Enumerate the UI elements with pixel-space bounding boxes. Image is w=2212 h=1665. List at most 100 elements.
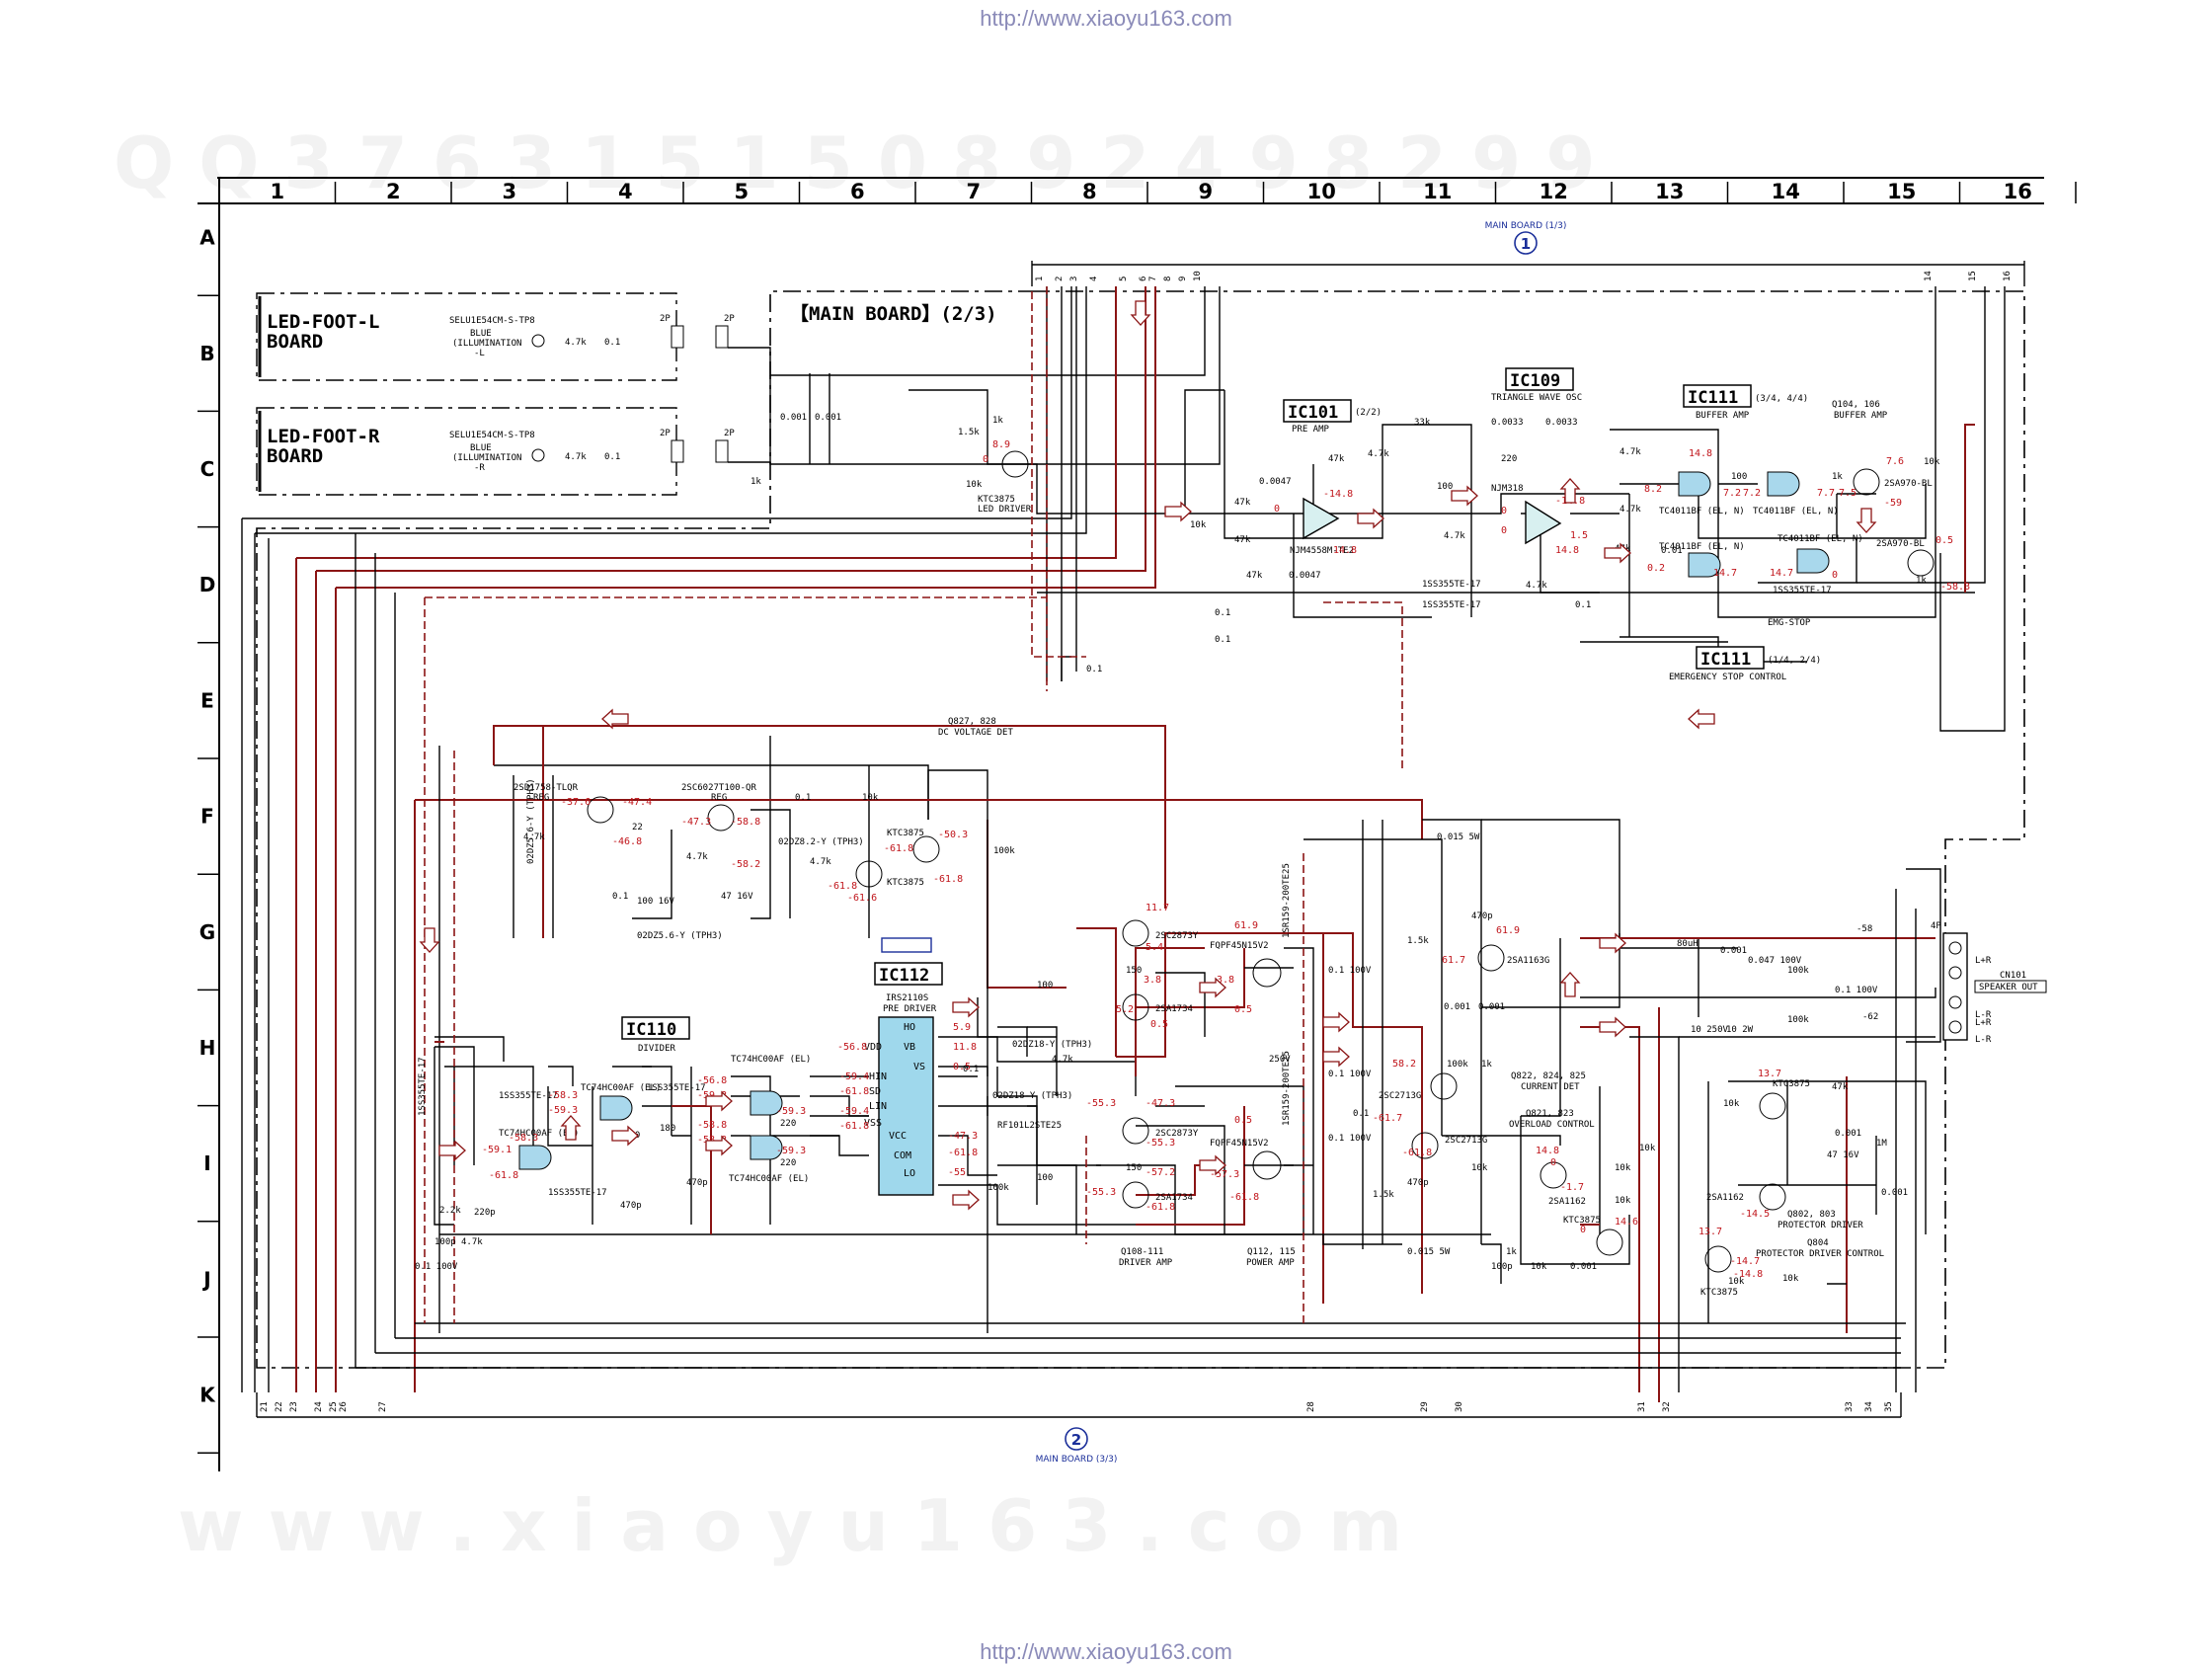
connector-2-circle [1065, 1427, 1088, 1451]
q824-part: 2SC2713G [1379, 1091, 1421, 1101]
ic111-buffer: IC111 (3/4, 4/4) BUFFER AMP TC4011BF (EL… [1659, 384, 1935, 628]
r-10k-j: 10k [1723, 1099, 1740, 1109]
c-100p-b: 100p [1491, 1262, 1513, 1272]
diode-1ss-g: 1SS355TE-17 [1422, 600, 1481, 610]
q106-part: 2SA970-BL [1876, 539, 1925, 549]
r-4-7k-b: 4.7k [1444, 531, 1465, 541]
ic110-gate-c [750, 1090, 783, 1116]
power-amp: FQPF45N15V2 FQPF45N15V2 Q112, 115 POWER … [1210, 863, 1296, 1268]
current-det-label: Q822, 824, 825 [1511, 1071, 1586, 1081]
power-role: POWER AMP [1246, 1258, 1295, 1268]
led-r-desc2: (ILLUMINATION [452, 453, 521, 463]
voltage-readout: 5.2 [1116, 1004, 1134, 1015]
r-10k-b: 10k [1190, 520, 1207, 530]
diode-1ss-f: 1SS355TE-17 [1422, 580, 1481, 590]
dc-det-label: Q827, 828 [948, 717, 996, 727]
voltage-readout: -55 [948, 1167, 966, 1178]
ic101-role: PRE AMP [1292, 425, 1330, 435]
q821-part: 2SA1162 [1548, 1197, 1586, 1207]
rail-m62: -62 [1862, 1012, 1878, 1022]
wiring-dashed [424, 286, 1403, 1323]
top-connector-pin: 9 [1178, 277, 1188, 281]
voltage-readout: -14.5 [1740, 1209, 1770, 1220]
q828-part: KTC3875 [887, 878, 924, 888]
r-10k-h: 10k [1615, 1196, 1631, 1206]
diode-1ss-e: 1SS355TE-17 [418, 1057, 428, 1116]
r-4-7k-e: 4.7k [1620, 505, 1641, 515]
signal-arrow-left-icon [1688, 708, 1715, 730]
voltage-readout: 11.8 [953, 1042, 977, 1053]
voltage-readout: 14.6 [1615, 1217, 1638, 1228]
diode-1sr-b: 1SR159-200TE25 [1282, 1051, 1292, 1126]
top-connector-pin: 8 [1163, 277, 1173, 281]
q802-symbol [1759, 1092, 1786, 1120]
header-url[interactable]: http://www.xiaoyu163.com [980, 6, 1232, 31]
row-label: H [199, 1036, 216, 1060]
q802-part: KTC3875 [1773, 1079, 1810, 1089]
bottom-connector-pin: 25 [329, 1401, 339, 1412]
ic111a-suffix: (3/4, 4/4) [1755, 394, 1808, 404]
diode-1sr-a: 1SR159-200TE25 [1282, 863, 1292, 938]
column-label: 2 [386, 180, 401, 203]
led-board-l-subtitle: BOARD [267, 331, 323, 353]
voltage-readout: -61.8 [839, 1086, 869, 1097]
connector-2-number: 2 [1071, 1431, 1081, 1449]
c-0-1-a: 0.1 [1575, 600, 1591, 610]
wiring [241, 286, 2006, 1402]
voltage-readout: -58.3 [509, 1133, 538, 1144]
r-1m: 1M [1876, 1139, 1887, 1149]
ic112-pin-label: VDD [864, 1042, 882, 1053]
signal-arrow-down-icon [1856, 508, 1877, 533]
c-0-001-a: 0.001 [780, 413, 807, 423]
voltage-readout: -57.3 [1210, 1169, 1239, 1180]
r-1k-e: 1k [1481, 1060, 1492, 1070]
signal-arrow-right-icon [1357, 508, 1384, 529]
r-100k-b: 100k [988, 1183, 1009, 1193]
r-1k-c: 1k [1832, 472, 1843, 482]
led-l-pin: 2P [660, 314, 671, 324]
lr-plus-a: L+R [1975, 956, 1992, 966]
voltage-readout: -47.3 [948, 1131, 978, 1142]
voltage-readout: 7.2 [1743, 488, 1761, 499]
voltage-readout: -37.6 [561, 797, 591, 808]
voltage-readout: -58.8 [731, 817, 760, 828]
voltage-readout: 0.5 [1150, 1019, 1168, 1030]
ic110-gate-a [599, 1095, 633, 1121]
column-label: 6 [850, 180, 865, 203]
r-10k-c: 10k [1924, 457, 1940, 467]
overload-role: OVERLOAD CONTROL [1509, 1120, 1595, 1130]
zener-56-label: 02DZ5.6-Y (TPH3) [526, 778, 536, 864]
c-47-16v-b: 47 16V [1827, 1150, 1859, 1160]
top-connector-pin: 15 [1968, 271, 1978, 281]
voltage-readout: -47.4 [622, 797, 652, 808]
speaker-out-label: SPEAKER OUT [1979, 983, 2038, 992]
ic109-opamp [1525, 500, 1562, 545]
r-47k-a: 47k [1234, 498, 1251, 508]
cn101-pin-count: 4P [1931, 921, 1941, 931]
ic110-gate-d [750, 1135, 783, 1160]
ic111-emergency: IC111 (1/4, 2/4) EMERGENCY STOP CONTROL [1669, 646, 1821, 682]
voltage-readout: 11.7 [1146, 903, 1169, 913]
q821-symbol [1540, 1161, 1567, 1189]
reg1-role: REG [533, 793, 549, 803]
c-0-1-100v-d: 0.1 100V [1328, 1134, 1372, 1144]
signal-arrow-right-icon [611, 1125, 639, 1147]
row-label: E [200, 688, 214, 712]
signal-arrow-right-icon [438, 1140, 466, 1161]
c-0-001-c: 0.001 [1444, 1002, 1470, 1012]
prot-ctrl-role: PROTECTOR DRIVER CONTROL [1756, 1249, 1884, 1259]
signal-arrow-up-icon [560, 1115, 582, 1141]
top-connector-pin: 7 [1148, 277, 1158, 281]
c-0-1-c: 0.1 [1215, 635, 1230, 645]
ic111a-label: IC111 [1688, 388, 1738, 408]
reg2-part: 2SC6027T100-QR [681, 783, 756, 793]
voltage-readout: -59.4 [839, 1071, 869, 1082]
voltage-readout: 7.5 [1839, 488, 1856, 499]
ic111-part-a: TC4011BF (EL, N) [1659, 507, 1745, 516]
voltage-readout: 0.5 [953, 1062, 971, 1072]
voltage-readout: -14.7 [1730, 1256, 1760, 1267]
q827-symbol [912, 835, 940, 863]
bottom-connector-pin: 24 [314, 1401, 324, 1412]
footer-url[interactable]: http://www.xiaoyu163.com [980, 1639, 1232, 1664]
reg1-part: 2SD1758-TLQR [514, 783, 579, 793]
